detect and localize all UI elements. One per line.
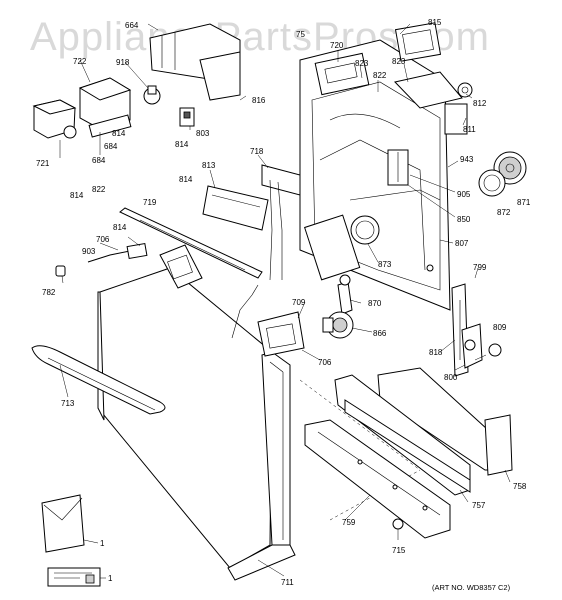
callout-814e: 814 (113, 223, 127, 232)
callout-818: 818 (429, 348, 443, 357)
callout-918: 918 (116, 58, 130, 67)
callout-816: 816 (252, 96, 266, 105)
screw-715 (392, 518, 404, 540)
callout-757: 757 (472, 501, 486, 510)
callout-722: 722 (73, 57, 87, 66)
board-813 (202, 185, 269, 231)
callout-713: 713 (61, 399, 75, 408)
callout-664: 664 (125, 21, 139, 30)
callout-814c: 814 (179, 175, 193, 184)
inner-door-liner (299, 39, 451, 311)
callout-807: 807 (455, 239, 469, 248)
callout-815: 815 (428, 18, 442, 27)
callout-1a: 1 (100, 539, 105, 548)
cable-903 (87, 242, 148, 263)
valve-918 (143, 85, 161, 105)
callout-706b: 706 (318, 358, 332, 367)
document-booklet (41, 494, 85, 553)
callout-809: 809 (493, 323, 507, 332)
dispenser-870 (337, 274, 353, 315)
callout-814d: 814 (70, 191, 84, 200)
callout-718: 718 (250, 147, 264, 156)
callout-758: 758 (513, 482, 527, 491)
callout-719: 719 (143, 198, 157, 207)
callout-872: 872 (497, 208, 511, 217)
callout-823a: 823 (355, 59, 369, 68)
callout-813: 813 (202, 161, 216, 170)
callout-870: 870 (368, 299, 382, 308)
callout-706a: 706 (96, 235, 110, 244)
callout-800: 800 (444, 373, 458, 382)
dispenser-assembly-722 (78, 77, 132, 138)
callout-711: 711 (281, 578, 294, 587)
dispenser-866 (322, 311, 354, 339)
bracket-664 (149, 23, 241, 101)
label-card (47, 567, 101, 587)
door-vent-706a (159, 244, 203, 289)
wire-to-door (231, 284, 259, 339)
screw-809 (474, 343, 502, 361)
hinge-arm-800 (461, 323, 483, 369)
wire-harness-718 (261, 164, 301, 281)
callout-871: 871 (517, 198, 531, 207)
callout-759: 759 (342, 518, 356, 527)
art-number: (ART NO. WD8357 C2) (432, 583, 511, 592)
callout-782: 782 (42, 288, 56, 297)
callout-823b: 823 (392, 57, 406, 66)
clip-782 (55, 265, 66, 277)
top-vent-assembly (314, 22, 463, 109)
part-721 (32, 99, 77, 139)
callout-812: 812 (473, 99, 487, 108)
callout-903: 903 (82, 247, 96, 256)
callout-684b: 684 (92, 156, 106, 165)
strip-719 (119, 207, 263, 279)
callout-1b: 1 (108, 574, 113, 583)
panel-757 (334, 374, 471, 496)
callout-684a: 684 (104, 142, 118, 151)
door-handle (31, 345, 166, 415)
panel-759 (304, 419, 451, 539)
callout-850: 850 (457, 215, 471, 224)
callout-720: 720 (330, 41, 344, 50)
callout-715: 715 (392, 546, 406, 555)
callout-822a: 822 (373, 71, 387, 80)
callout-822b: 822 (92, 185, 106, 194)
panel-758 (377, 367, 513, 476)
switch-803 (179, 107, 195, 127)
callout-labels: 664 815 722 918 720 823 822 823 812 816 … (36, 18, 531, 587)
knob-812 (457, 82, 473, 98)
gear-872 (478, 169, 506, 197)
door-vent-706b (257, 311, 305, 357)
callout-803: 803 (196, 129, 210, 138)
latch-assembly-905 (387, 149, 409, 186)
callout-814b: 814 (175, 140, 189, 149)
callout-709: 709 (292, 298, 306, 307)
bracket-811 (444, 103, 468, 135)
callout-905: 905 (457, 190, 471, 199)
callout-943: 943 (460, 155, 474, 164)
callout-866: 866 (373, 329, 387, 338)
callout-799: 799 (473, 263, 487, 272)
callout-721: 721 (36, 159, 50, 168)
callout-811: 811 (463, 125, 476, 134)
callout-814a: 814 (112, 129, 126, 138)
callout-873: 873 (378, 260, 392, 269)
callout-75: 75 (296, 30, 305, 39)
leader-lines (59, 23, 511, 579)
